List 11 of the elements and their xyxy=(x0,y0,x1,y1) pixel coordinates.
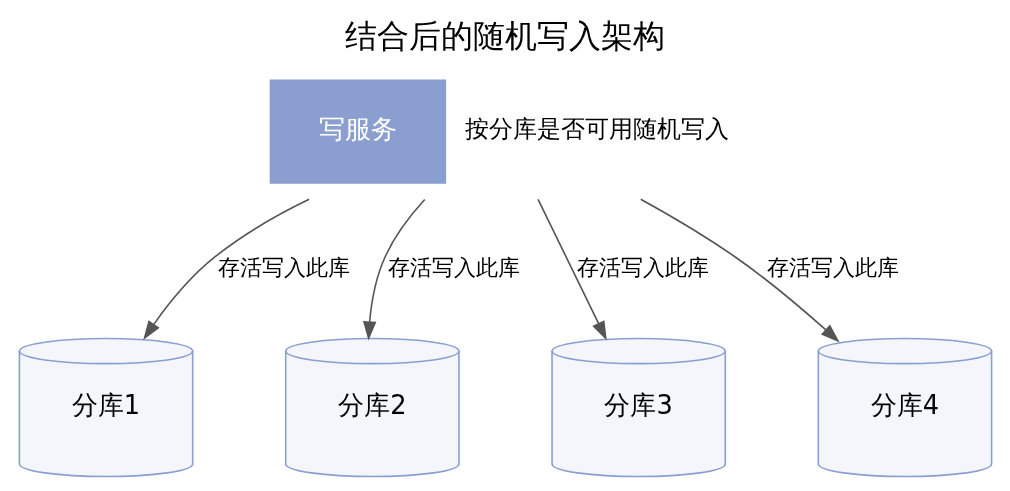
edge-label: 存活写入此库 xyxy=(576,253,709,280)
diagram-title: 结合后的随机写入架构 xyxy=(345,16,665,55)
node-box: 写服务 xyxy=(269,79,446,184)
arrow xyxy=(362,198,426,341)
edge-label: 存活写入此库 xyxy=(766,253,899,280)
arrow xyxy=(536,198,607,341)
edge-label: 存活写入此库 xyxy=(217,253,350,280)
edge-label: 存活写入此库 xyxy=(387,253,520,280)
node-label: 按分库是否可用随机写入 xyxy=(464,115,729,144)
arrow xyxy=(142,198,310,340)
arrow xyxy=(639,198,840,343)
